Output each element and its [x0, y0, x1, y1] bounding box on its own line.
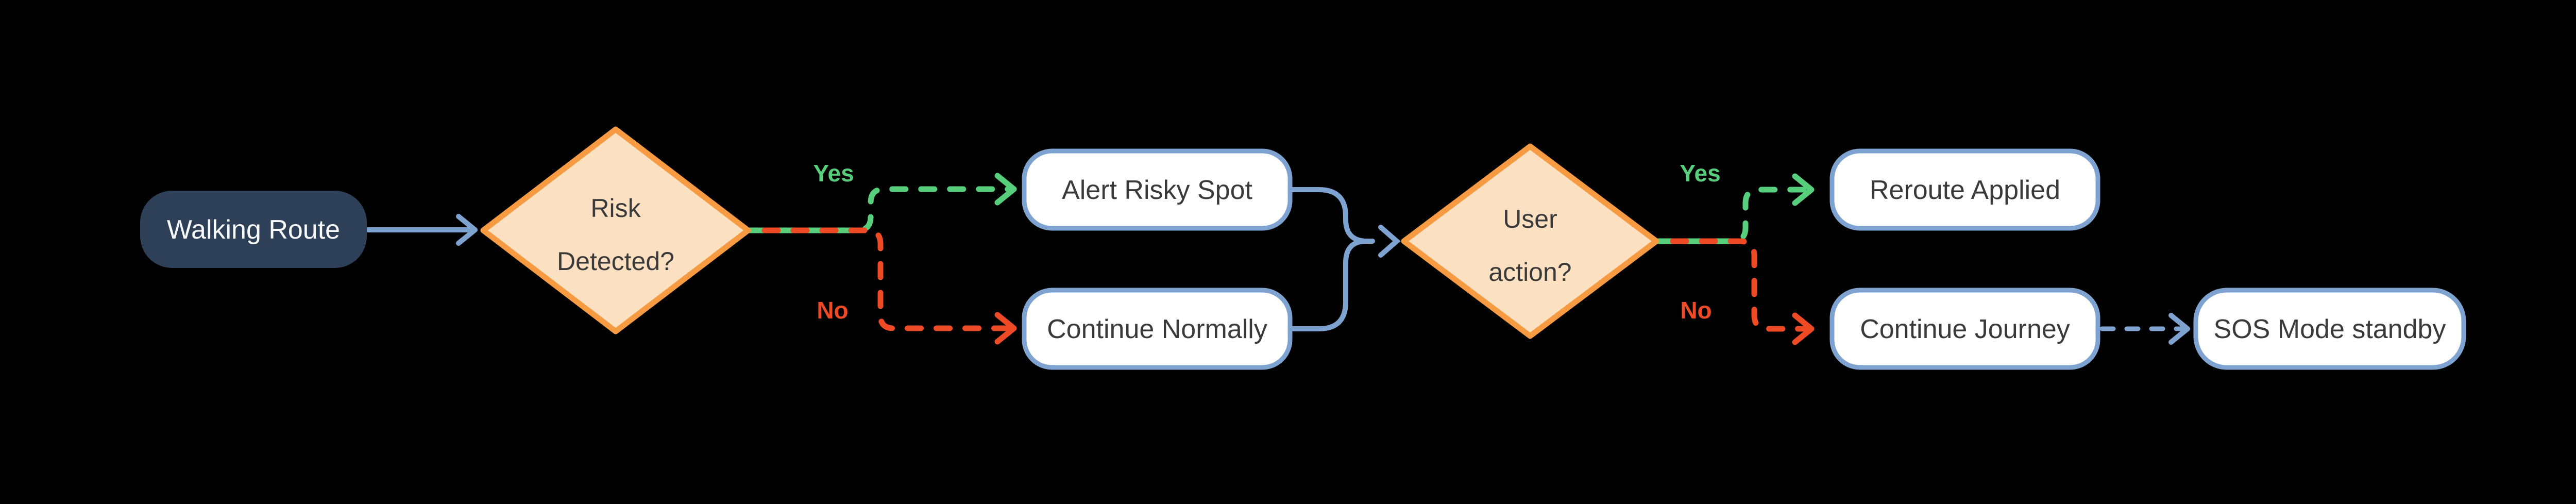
user-action-label-line2: action? — [1488, 258, 1571, 287]
risk-decision-label-line1: Risk — [590, 194, 641, 223]
edge-continue-normally-to-user-action — [1290, 239, 1368, 331]
alert-node-label: Alert Risky Spot — [1062, 175, 1252, 205]
edge-user-action-to-continue-journey-no — [1655, 238, 1815, 345]
start-node-label: Walking Route — [167, 215, 340, 245]
sos-node-label: SOS Mode standby — [2214, 314, 2446, 344]
user-action-shape — [1401, 143, 1659, 339]
edge-label-yes-2: Yes — [1680, 160, 1720, 187]
edge-label-yes-1: Yes — [813, 160, 854, 187]
continue-normally-node-label: Continue Normally — [1047, 314, 1267, 344]
reroute-node: Reroute Applied — [1829, 148, 2100, 231]
start-node: Walking Route — [140, 191, 367, 268]
continue-journey-node-shape — [1829, 288, 2100, 370]
edge-risk-to-continue-normally-no — [747, 227, 1017, 345]
continue-normally-node-shape — [1022, 288, 1293, 370]
edge-label-no-1: No — [817, 297, 848, 324]
alert-node-shape — [1022, 148, 1293, 231]
risk-decision-shape — [480, 126, 751, 334]
alert-node: Alert Risky Spot — [1022, 148, 1293, 231]
continue-journey-node: Continue Journey — [1829, 288, 2100, 370]
continue-normally-node: Continue Normally — [1022, 288, 1293, 370]
risk-decision-node: Risk Detected? — [480, 126, 751, 334]
user-action-label-line1: User — [1503, 205, 1557, 233]
edge-label-no-2: No — [1680, 297, 1711, 324]
user-action-node: User action? — [1401, 143, 1659, 339]
sos-node-shape — [2193, 288, 2466, 370]
edge-alert-to-user-action — [1290, 187, 1368, 244]
reroute-node-shape — [1829, 148, 2100, 231]
edge-merge-arrowhead-icon — [1378, 225, 1401, 258]
edge-risk-to-alert-yes — [747, 173, 1017, 233]
start-node-shape — [140, 191, 367, 268]
continue-journey-node-label: Continue Journey — [1860, 314, 2070, 344]
risk-decision-label-line2: Detected? — [557, 247, 674, 276]
reroute-node-label: Reroute Applied — [1870, 175, 2060, 205]
sos-node: SOS Mode standby — [2193, 288, 2466, 370]
